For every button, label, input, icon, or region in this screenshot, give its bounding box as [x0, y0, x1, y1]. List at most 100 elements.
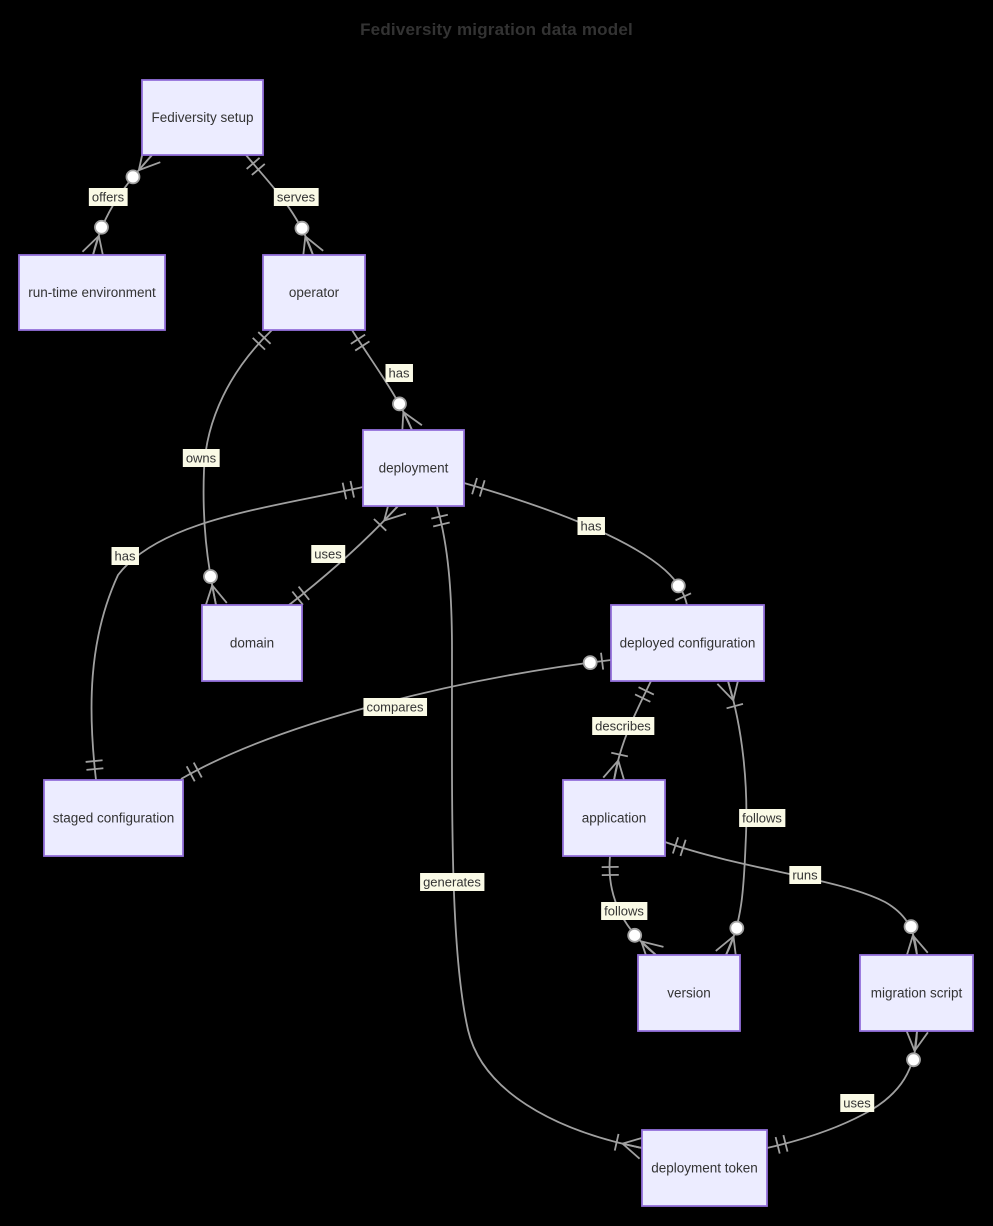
- cardinality-crowfoot-icon: [138, 154, 153, 171]
- cardinality-crowfoot-icon: [613, 760, 620, 781]
- relationship-generates-label: generates: [423, 875, 481, 890]
- entity-run-time-environment-box: [18, 254, 166, 331]
- cardinality-crowfoot-icon: [716, 683, 734, 701]
- cardinality-circle-icon: [582, 655, 598, 671]
- cardinality-crowfoot-icon: [383, 505, 399, 522]
- cardinality-tick-icon: [600, 652, 605, 670]
- cardinality-tick-icon: [478, 480, 486, 497]
- entity-deployment-box: [362, 429, 465, 507]
- relationship-runs-label: runs: [792, 868, 818, 883]
- entity-migration-script-box: [859, 954, 974, 1032]
- relationship-generates-label-bg: [420, 873, 485, 891]
- entity-staged-configuration-label: staged configuration: [53, 811, 175, 826]
- relationship-uses-token-label-bg: [840, 1094, 875, 1112]
- cardinality-tick-icon: [679, 839, 687, 857]
- relationship-has-deployment-label: has: [389, 366, 410, 381]
- cardinality-crowfoot-icon: [204, 585, 214, 608]
- cardinality-crowfoot-icon: [912, 935, 918, 956]
- relationship-follows-application-label: follows: [604, 904, 644, 919]
- cardinality-tick-icon: [675, 592, 692, 602]
- entity-fediversity-setup-box: [141, 79, 264, 156]
- cardinality-tick-icon: [252, 337, 266, 351]
- cardinality-tick-icon: [671, 837, 679, 854]
- relationship-owns-line: [202, 329, 273, 606]
- cardinality-tick-icon: [257, 331, 272, 345]
- cardinality-tick-icon: [432, 521, 450, 528]
- entity-application-box: [562, 779, 666, 857]
- cardinality-crowfoot-icon: [715, 935, 735, 952]
- cardinality-tick-icon: [782, 1134, 789, 1152]
- cardinality-crowfoot-icon: [640, 940, 657, 956]
- cardinality-crowfoot-icon: [617, 760, 626, 783]
- cardinality-crowfoot-icon: [905, 935, 914, 958]
- cardinality-circle-icon: [903, 919, 919, 935]
- cardinality-crowfoot-icon: [913, 1031, 929, 1052]
- relationship-has-staged-label: has: [115, 549, 136, 564]
- cardinality-tick-icon: [297, 585, 310, 601]
- relationship-owns-label: owns: [186, 451, 217, 466]
- relationship-has-deployment-label-bg: [385, 364, 413, 382]
- cardinality-crowfoot-icon: [81, 235, 100, 253]
- entity-run-time-environment-label: run-time environment: [28, 285, 156, 300]
- cardinality-tick-icon: [85, 759, 103, 763]
- relationship-has-deployed-line: [463, 482, 688, 606]
- relationship-serves-label-bg: [273, 188, 319, 206]
- entity-deployment-label: deployment: [379, 461, 449, 476]
- entity-version-label: version: [667, 986, 711, 1001]
- diagram-title: Fediversity migration data model: [360, 20, 633, 39]
- cardinality-tick-icon: [354, 340, 370, 352]
- relationship-runs-label-bg: [789, 866, 822, 884]
- cardinality-tick-icon: [350, 333, 366, 345]
- cardinality-tick-icon: [251, 163, 266, 176]
- cardinality-crowfoot-icon: [402, 411, 413, 431]
- cardinality-crowfoot-icon: [912, 934, 929, 954]
- cardinality-circle-icon: [294, 220, 310, 236]
- cardinality-crowfoot-icon: [402, 411, 423, 426]
- relationship-offers-label-bg: [88, 188, 128, 206]
- cardinality-circle-icon: [670, 578, 686, 594]
- cardinality-crowfoot-icon: [138, 161, 161, 171]
- cardinality-tick-icon: [246, 157, 261, 170]
- entity-domain-box: [201, 604, 303, 682]
- cardinality-circle-icon: [392, 396, 407, 412]
- cardinality-tick-icon: [86, 767, 104, 771]
- entity-deployed-configuration-box: [610, 604, 765, 682]
- relationship-runs-line: [664, 841, 918, 956]
- entity-deployed-configuration-label: deployed configuration: [620, 636, 756, 651]
- relationship-follows-deployed-label: follows: [742, 811, 782, 826]
- cardinality-tick-icon: [634, 693, 651, 703]
- relationship-uses-domain-label: uses: [314, 547, 342, 562]
- relationship-has-deployed-label-bg: [577, 517, 605, 535]
- cardinality-tick-icon: [373, 518, 387, 532]
- cardinality-circle-icon: [125, 169, 141, 185]
- entity-domain-label: domain: [230, 636, 274, 651]
- cardinality-crowfoot-icon: [383, 512, 407, 522]
- cardinality-circle-icon: [203, 569, 218, 584]
- relationship-follows-deployed-label-bg: [739, 809, 786, 827]
- relationship-describes-label: describes: [595, 719, 651, 734]
- cardinality-crowfoot-icon: [304, 235, 324, 252]
- cardinality-crowfoot-icon: [913, 1030, 918, 1051]
- relationship-follows-deployed-line: [725, 680, 748, 956]
- cardinality-tick-icon: [611, 751, 629, 758]
- cardinality-tick-icon: [185, 765, 196, 782]
- relationship-compares-label-bg: [363, 698, 428, 716]
- relationship-uses-token-line: [766, 1030, 918, 1149]
- cardinality-tick-icon: [431, 513, 449, 520]
- relationship-describes-label-bg: [592, 717, 655, 735]
- cardinality-tick-icon: [774, 1136, 781, 1154]
- cardinality-crowfoot-icon: [621, 1142, 641, 1160]
- cardinality-crowfoot-icon: [602, 759, 619, 779]
- relationship-has-staged-line: [90, 486, 364, 781]
- entity-version-box: [637, 954, 741, 1032]
- cardinality-crowfoot-icon: [622, 1136, 645, 1145]
- cardinality-tick-icon: [471, 477, 478, 495]
- cardinality-crowfoot-icon: [92, 235, 100, 256]
- entity-migration-script-label: migration script: [871, 986, 963, 1001]
- relationship-generates-line: [436, 505, 643, 1149]
- cardinality-crowfoot-icon: [211, 584, 228, 604]
- cardinality-crowfoot-icon: [725, 936, 735, 956]
- entity-application-label: application: [582, 811, 647, 826]
- relationship-uses-domain-label-bg: [311, 545, 346, 563]
